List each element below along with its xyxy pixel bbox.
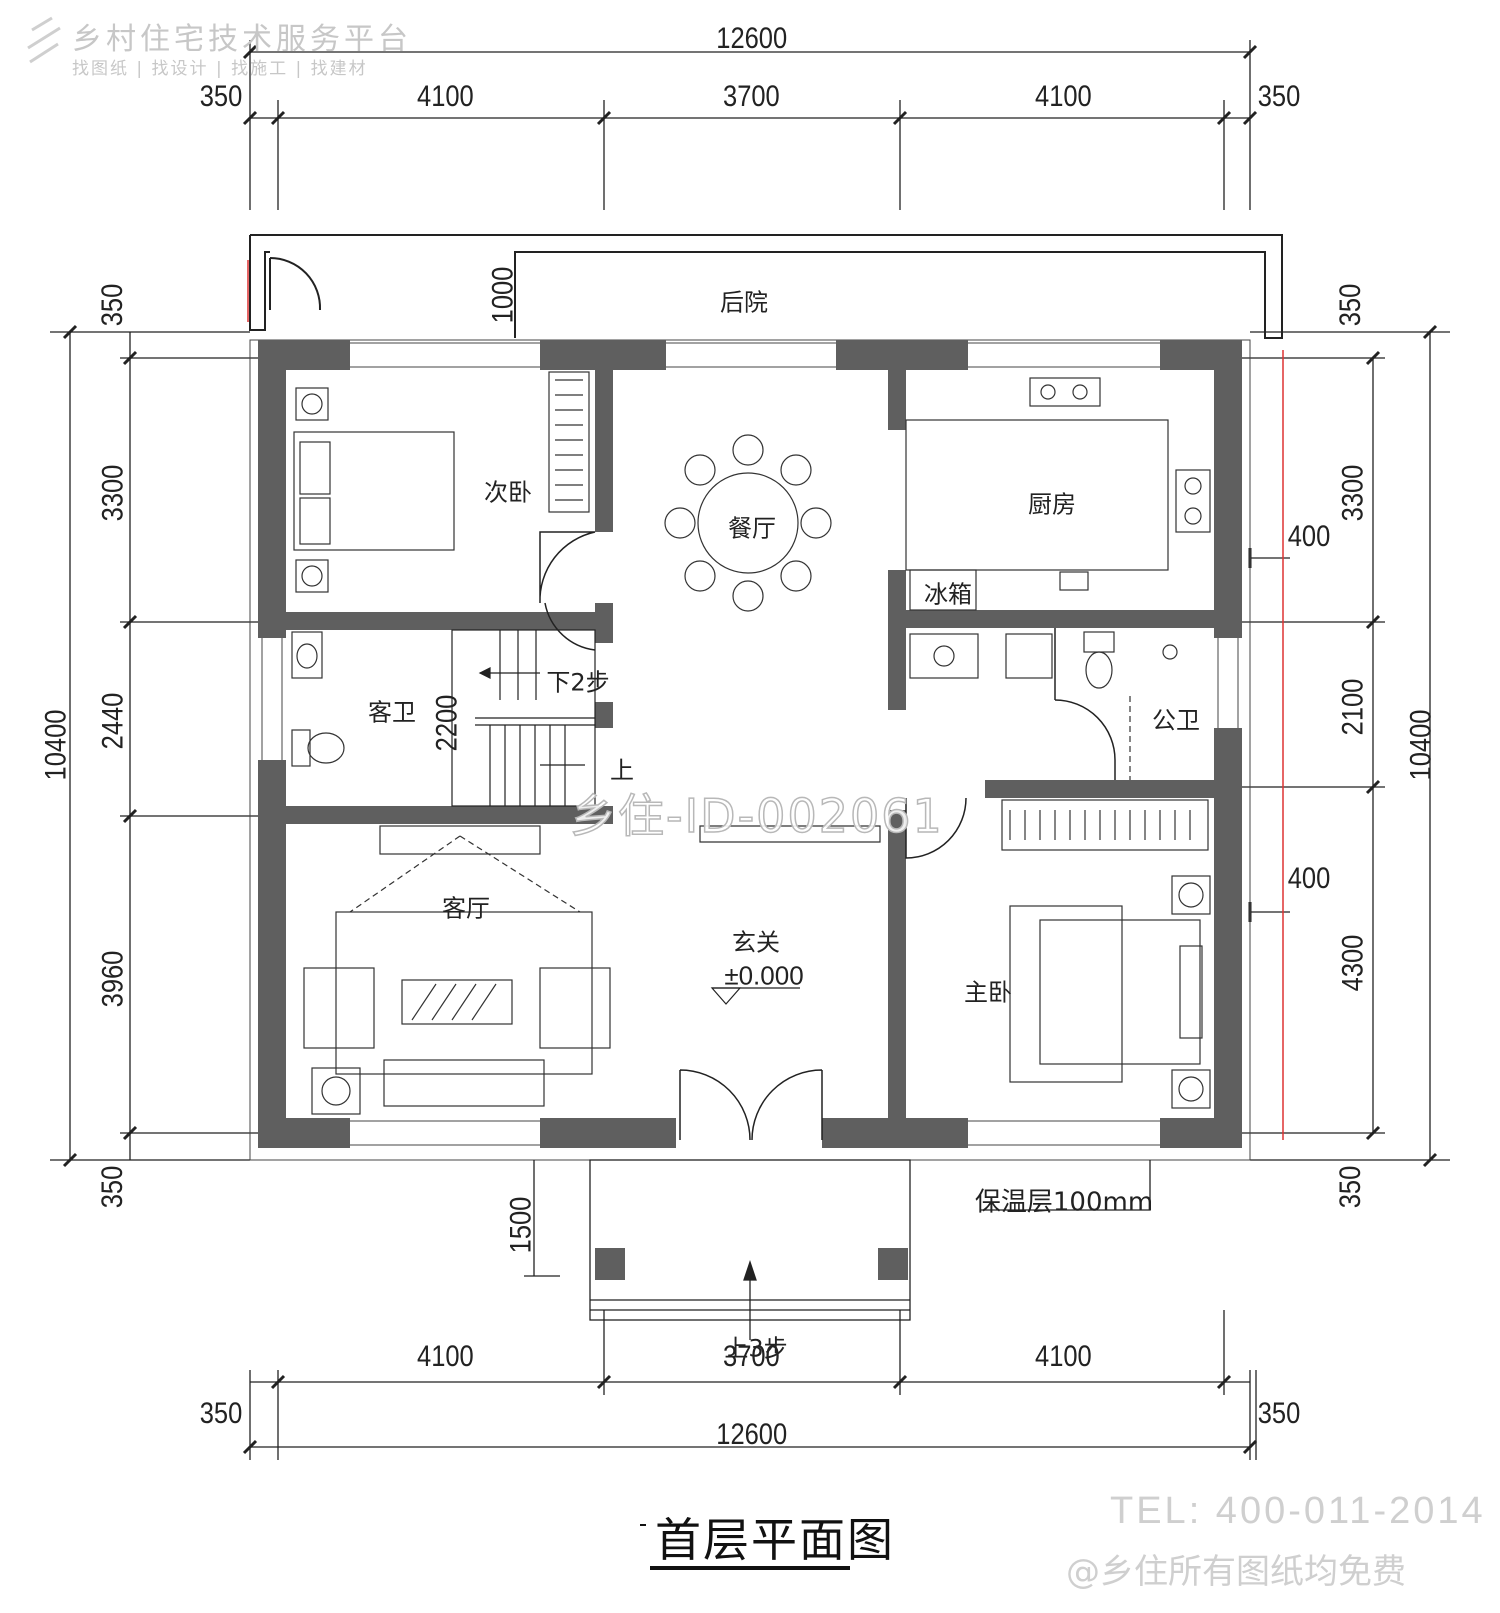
label-fridge: 冰箱 [924, 580, 972, 609]
label-public-bath: 公卫 [1152, 706, 1200, 735]
label-living: 客厅 [442, 894, 490, 923]
bath-fixtures [291, 631, 1178, 780]
dim-left-bottom-margin: 350 [96, 1165, 130, 1209]
dim-bottom-seg-1: 4100 [417, 1340, 474, 1373]
label-guest-bath: 客卫 [368, 698, 416, 727]
dim-right-seg-3: 4300 [1336, 934, 1370, 992]
dim-right-seg-2: 2100 [1336, 678, 1370, 736]
dim-left-seg-2: 2440 [96, 692, 130, 750]
watermark-id: 乡住-ID-002061 [569, 788, 944, 844]
backyard-enclosure [249, 234, 1283, 339]
label-insulation: 保温层100mm [974, 1187, 1154, 1218]
dim-top-left-margin: 350 [199, 80, 243, 113]
label-up-steps: 上3步 [724, 1334, 788, 1363]
brand-subtitle: 找图纸 | 找设计 | 找施工 | 找建材 [72, 59, 368, 79]
label-backyard: 后院 [720, 288, 768, 317]
footer-note: @乡住所有图纸均免费 [1066, 1552, 1406, 1592]
doors [539, 531, 1116, 1141]
dim-right-bottom-margin: 350 [1334, 1165, 1368, 1209]
walls [258, 340, 1242, 1280]
dim-left-top-margin: 350 [96, 283, 130, 327]
kitchen-furniture [905, 377, 1211, 611]
label-elevation: ±0.000 [724, 960, 804, 991]
label-second-bedroom: 次卧 [484, 478, 532, 507]
dim-bottom-seg-2: 3700 [723, 1340, 780, 1373]
dim-left-backyard: 1000 [486, 266, 520, 324]
dim-top-seg-2: 3700 [723, 80, 780, 113]
dim-porch-depth: 1500 [504, 1196, 538, 1254]
label-master-bedroom: 主卧 [964, 978, 1012, 1007]
dim-right-window-1: 400 [1287, 520, 1331, 553]
brand-title: 乡村住宅技术服务平台 [72, 22, 412, 57]
dim-bottom-total: 12600 [716, 1418, 788, 1451]
porch [524, 1159, 1151, 1340]
dim-bottom-seg-3: 4100 [1035, 1340, 1092, 1373]
dim-left-seg-3: 3960 [96, 950, 130, 1008]
dim-bottom-left-margin: 350 [199, 1397, 243, 1430]
dim-top-right-margin: 350 [1257, 80, 1301, 113]
dim-right-window-2: 400 [1287, 862, 1331, 895]
dim-right-total: 10400 [1404, 709, 1438, 781]
label-down-steps: 下2步 [546, 668, 610, 697]
label-dining: 餐厅 [728, 514, 776, 543]
dim-bottom-right-margin: 350 [1257, 1397, 1301, 1430]
dim-right-seg-1: 3300 [1336, 464, 1370, 522]
dim-stair-width: 2200 [430, 694, 464, 752]
master-furniture [1001, 799, 1211, 1109]
dim-top-total: 12600 [716, 22, 788, 55]
living-furniture [303, 825, 881, 1115]
dim-top-seg-3: 4100 [1035, 80, 1092, 113]
dim-left-total: 10400 [39, 709, 73, 781]
dim-left-seg-1: 3300 [96, 464, 130, 522]
footer-tel: TEL: 400-011-2014 [1110, 1490, 1486, 1532]
label-kitchen: 厨房 [1028, 490, 1076, 519]
dim-top-seg-1: 4100 [417, 80, 474, 113]
dining-table [664, 434, 832, 612]
stair [451, 629, 596, 807]
dim-right-top-margin: 350 [1334, 283, 1368, 327]
label-foyer: 玄关 [732, 928, 780, 957]
label-up: 上 [610, 756, 634, 785]
brand-logo-icon [27, 16, 61, 64]
drawing-title: 首层平面图 [655, 1513, 895, 1567]
bedroom2-furniture [293, 371, 590, 593]
